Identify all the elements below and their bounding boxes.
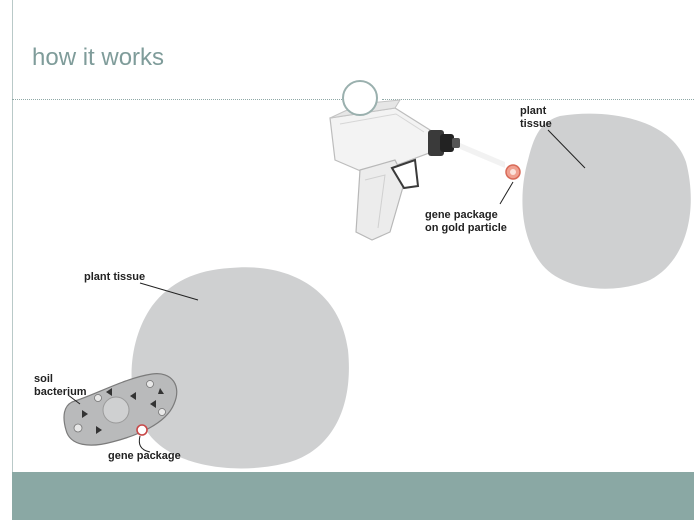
particle-pointer — [500, 182, 513, 204]
package-label: gene package — [108, 450, 181, 462]
tissue-label-upper-1: plant — [520, 105, 547, 117]
plant-tissue-upper — [522, 114, 690, 289]
plant-tissue-lower — [132, 267, 349, 468]
particle-label-1: gene package — [425, 209, 498, 221]
tissue-label-lower: plant tissue — [84, 271, 145, 283]
gold-particle — [506, 165, 520, 179]
ring-ornament — [342, 80, 378, 116]
gene-package — [137, 425, 147, 435]
bacterium-label-1: soil — [34, 373, 53, 385]
tissue-label-upper-2: tissue — [520, 118, 552, 130]
footer-bar — [12, 472, 694, 520]
particle-label-2: on gold particle — [425, 222, 507, 234]
bacterium-label-2: bacterium — [34, 386, 87, 398]
